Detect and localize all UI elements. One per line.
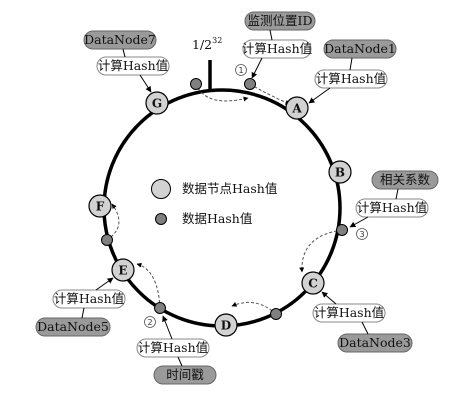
svg-text:相关系数: 相关系数 [380,172,431,187]
svg-text:计算Hash值: 计算Hash值 [314,305,384,320]
datanode7-hash-box [96,56,170,76]
svg-text:计算Hash值: 计算Hash值 [138,340,208,355]
timestamp-hash-box [136,338,210,358]
node-b: B [328,160,352,184]
legend-node-swatch [151,179,171,199]
step-marker-1: 1 [235,64,247,76]
data-hash-point [154,302,166,314]
svg-text:B: B [335,166,345,180]
node-e: E [111,258,135,282]
svg-text:F: F [96,200,105,214]
node-d: D [214,313,238,337]
mapping-arrow-timestamp-to-e [136,262,161,309]
datanode3-hash-box [312,303,386,323]
svg-text:计算Hash值: 计算Hash值 [242,41,312,56]
svg-text:计算Hash值: 计算Hash值 [316,71,386,86]
svg-text:DataNode5: DataNode5 [37,319,109,334]
data-hash-point [101,234,113,246]
legend-data-swatch [155,213,167,225]
related-arrow [349,216,369,228]
legend-data-label: 数据Hash值 [182,211,252,226]
node-c: C [301,271,325,295]
data-hash-point [270,308,282,320]
related-hash-box [355,198,429,218]
ring-origin-label: 1/232 [192,36,222,52]
mapping-arrow-monitor-to-a [249,83,291,105]
data-hash-point [244,78,256,90]
node-g: G [145,91,169,115]
mapping-arrow-to-d [231,301,277,315]
legend: 数据节点Hash值 数据Hash值 [151,179,277,226]
datanode7-connector [122,48,126,58]
node-f: F [88,194,112,218]
svg-text:DataNode3: DataNode3 [339,335,411,350]
monitor-connector [269,29,273,41]
step-marker-3: 3 [356,228,368,240]
monitor-arrow [251,57,263,79]
datanode7-tag [83,30,157,50]
step-marker-2: 2 [144,316,156,328]
data-hash-point [190,78,202,90]
svg-text:计算Hash值: 计算Hash值 [357,200,427,215]
svg-text:监测位置ID: 监测位置ID [248,13,313,28]
svg-text:2: 2 [147,318,152,327]
svg-text:计算Hash值: 计算Hash值 [98,58,168,73]
datanode3-tag [337,333,413,353]
datanode1-connector [349,57,353,71]
timestamp-tag [153,365,217,385]
datanode1-arrow [308,87,331,104]
datanode5-hash-box [52,289,126,309]
datanode3-arrow [321,291,337,305]
mapping-arrow-g-region [195,83,249,102]
mapping-arrow-to-f [106,203,120,241]
node-a: A [285,96,309,120]
svg-text:D: D [221,319,231,333]
svg-text:A: A [291,102,302,116]
svg-text:DataNode7: DataNode7 [84,32,156,47]
datanode1-hash-box [314,69,388,89]
svg-text:计算Hash值: 计算Hash值 [54,291,124,306]
related-connector [395,188,399,200]
monitor-id-tag [244,11,316,31]
related-coef-tag [371,170,439,190]
datanode5-tag [35,317,111,337]
svg-text:1: 1 [238,66,243,75]
data-hash-point [336,224,348,236]
svg-text:E: E [118,264,127,278]
svg-text:C: C [308,277,318,291]
svg-text:G: G [152,97,162,111]
datanode7-arrow [139,74,152,93]
timestamp-arrow [162,315,173,340]
datanode5-arrow [95,277,114,291]
monitor-hash-box [242,39,312,59]
datanode5-connector [81,307,85,319]
timestamp-connector [177,356,183,367]
legend-node-label: 数据节点Hash值 [182,181,277,196]
svg-text:3: 3 [359,230,364,239]
datanode3-connector [361,321,369,335]
datanode1-tag [323,39,397,59]
svg-text:时间戳: 时间戳 [166,367,204,382]
mapping-arrow-related-to-c [299,229,343,273]
svg-text:DataNode1: DataNode1 [324,41,396,56]
